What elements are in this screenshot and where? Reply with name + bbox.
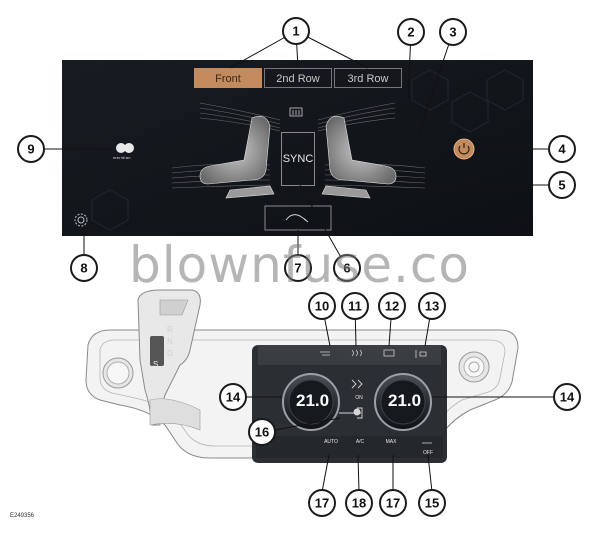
callout-2: 2 — [397, 18, 425, 46]
left-temperature-display: 21.0 — [296, 391, 330, 410]
sync-label: SYNC — [282, 153, 314, 165]
tab-3rd-row[interactable]: 3rd Row — [334, 68, 402, 88]
svg-text:14: 14 — [560, 390, 575, 405]
callout-18: 18 — [345, 489, 373, 517]
callout-5: 5 — [548, 171, 576, 199]
svg-text:14: 14 — [226, 390, 241, 405]
callout-10: 10 — [308, 292, 336, 320]
tab-2nd-row[interactable]: 2nd Row — [264, 68, 332, 88]
callout-11: 11 — [341, 292, 369, 320]
svg-text:11: 11 — [348, 299, 362, 314]
svg-text:4: 4 — [558, 142, 566, 157]
callout-3: 3 — [439, 18, 467, 46]
on-label: ON — [355, 395, 363, 401]
right-seat-icon — [321, 115, 397, 199]
svg-text:3: 3 — [449, 25, 456, 40]
callout-7: 7 — [284, 254, 312, 282]
gear-p: P — [167, 301, 173, 310]
svg-text:10: 10 — [315, 299, 329, 314]
callout-1: 1 — [282, 17, 310, 45]
watermark-text: blownfuse.co — [129, 236, 470, 294]
svg-text:7: 7 — [294, 261, 301, 276]
callout-16: 16 — [248, 418, 276, 446]
svg-text:18: 18 — [352, 496, 366, 511]
svg-text:2: 2 — [407, 25, 414, 40]
off-button[interactable]: OFF — [423, 450, 433, 456]
svg-text:1: 1 — [292, 24, 299, 39]
svg-text:9: 9 — [27, 142, 34, 157]
callout-13: 13 — [418, 292, 446, 320]
callout-12: 12 — [378, 292, 406, 320]
tab-front[interactable]: Front — [194, 68, 262, 88]
auto-button[interactable]: AUTO — [324, 439, 338, 445]
gear-r: R — [167, 325, 173, 334]
ac-button[interactable]: A/C — [355, 439, 365, 445]
svg-text:8: 8 — [80, 261, 87, 276]
callout-8: 8 — [70, 254, 98, 282]
callout-6: 6 — [333, 254, 361, 282]
figure-id: E249356 — [10, 513, 35, 519]
svg-text:17: 17 — [315, 496, 329, 511]
svg-text:17: 17 — [386, 496, 400, 511]
gear-s: S — [153, 360, 159, 369]
callout-4: 4 — [548, 135, 576, 163]
meridian-brand-logo: meridian — [113, 155, 131, 160]
gear-d: D — [167, 349, 173, 358]
sync-button[interactable]: SYNC — [281, 132, 315, 186]
callout-17-right: 17 — [379, 489, 407, 517]
callout-17-left: 17 — [308, 489, 336, 517]
svg-text:16: 16 — [255, 425, 269, 440]
svg-text:6: 6 — [343, 261, 350, 276]
gear-n: N — [167, 337, 173, 346]
svg-text:5: 5 — [558, 178, 565, 193]
max-button[interactable]: MAX — [385, 439, 397, 445]
callout-14-right: 14 — [553, 383, 581, 411]
callout-15: 15 — [418, 489, 446, 517]
left-seat-icon — [199, 115, 275, 199]
svg-text:13: 13 — [425, 299, 439, 314]
right-temperature-display: 21.0 — [388, 391, 422, 410]
svg-text:12: 12 — [385, 299, 399, 314]
callout-14-left: 14 — [219, 383, 247, 411]
callout-9: 9 — [17, 135, 45, 163]
svg-text:15: 15 — [425, 496, 439, 511]
